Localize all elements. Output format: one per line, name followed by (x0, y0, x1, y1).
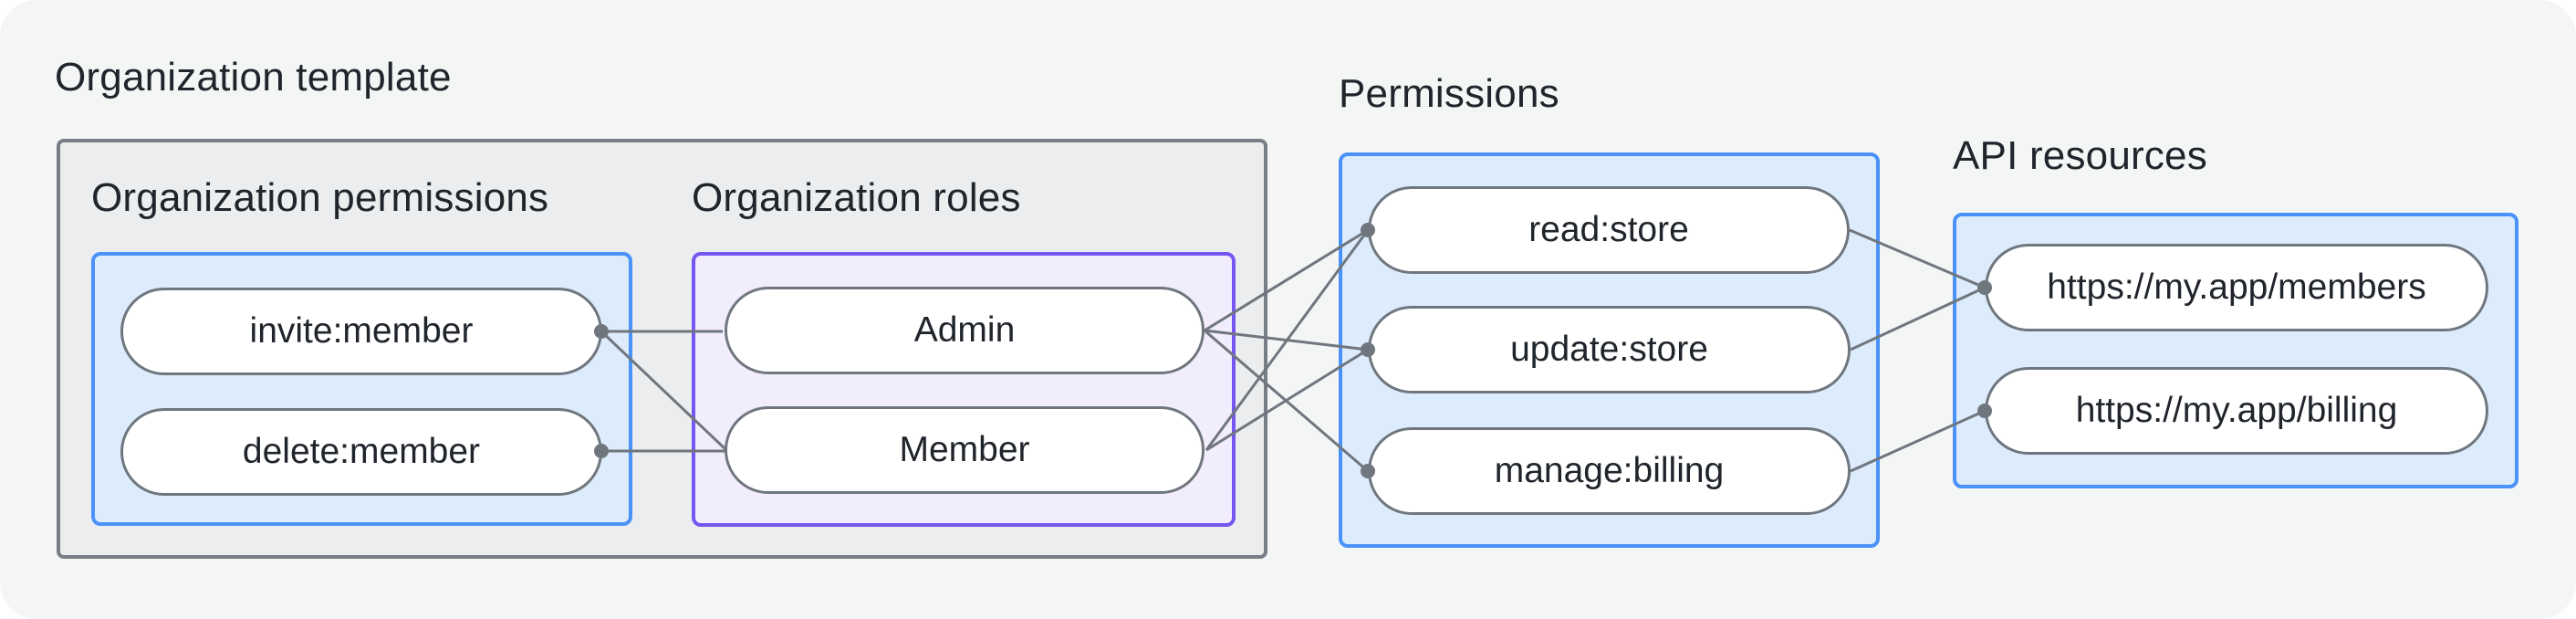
node-manage-billing: manage:billing (1368, 427, 1851, 515)
node-invite-member: invite:member (120, 288, 602, 375)
node-api-members: https://my.app/members (1985, 244, 2488, 331)
org-template-label: Organization template (55, 55, 452, 100)
node-api-billing: https://my.app/billing (1985, 367, 2488, 455)
node-admin-role: Admin (725, 287, 1205, 374)
node-read-store: read:store (1368, 186, 1850, 274)
node-update-store: update:store (1368, 306, 1851, 393)
node-member-role: Member (725, 406, 1205, 494)
org-roles-label: Organization roles (692, 175, 1021, 220)
node-delete-member: delete:member (120, 408, 602, 496)
api-resources-label: API resources (1953, 133, 2207, 178)
permissions-label: Permissions (1339, 71, 1559, 116)
org-permissions-label: Organization permissions (91, 175, 549, 220)
